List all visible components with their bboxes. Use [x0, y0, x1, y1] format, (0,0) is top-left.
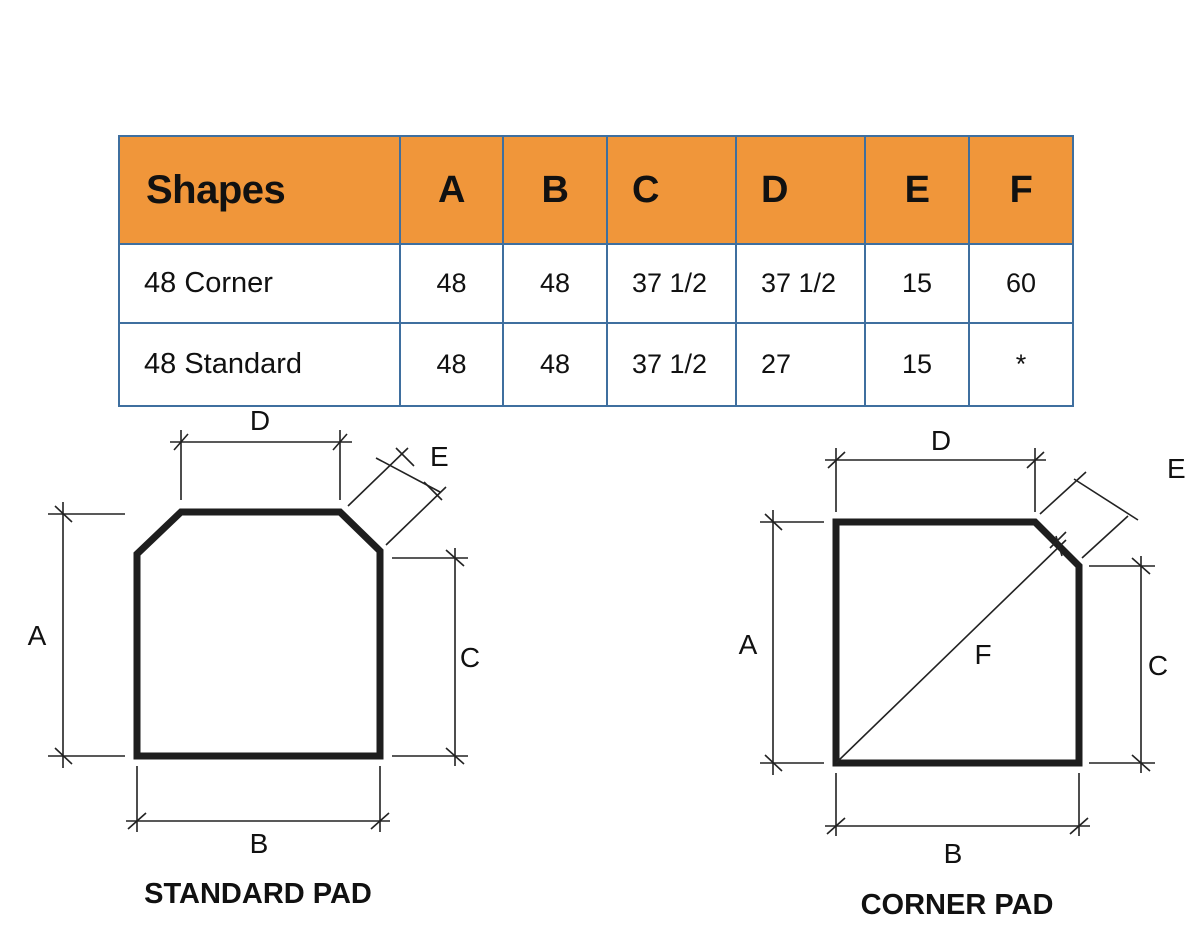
- standard-dimension-b: [126, 766, 390, 832]
- header-c: C: [606, 135, 737, 245]
- corner-dimension-a: [760, 510, 824, 775]
- corner-dimension-d: [825, 448, 1046, 512]
- corner-dimension-c: [1089, 556, 1155, 773]
- corner-label-d: D: [931, 425, 951, 456]
- table-row: 48 Standard 48 48 37 1/2 27 15 *: [118, 322, 1074, 407]
- corner-label-e: E: [1167, 453, 1186, 484]
- cell-a: 48: [399, 243, 504, 324]
- standard-label-b: B: [250, 828, 269, 859]
- corner-diagonal-f: [835, 539, 1067, 764]
- corner-pad-caption: CORNER PAD: [861, 889, 1054, 921]
- standard-label-c: C: [460, 642, 480, 673]
- cell-d: 37 1/2: [735, 243, 866, 324]
- header-a: A: [399, 135, 504, 245]
- standard-dimension-d: [170, 430, 352, 500]
- standard-pad-diagram: D E A C: [28, 405, 480, 910]
- cell-d: 27: [735, 322, 866, 407]
- header-d: D: [735, 135, 866, 245]
- standard-label-a: A: [28, 620, 47, 651]
- standard-pad-outline: [133, 508, 384, 760]
- cell-e: 15: [864, 322, 970, 407]
- standard-dimension-c: [392, 548, 468, 766]
- dimensions-table: Shapes A B C D E F 48 Corner 48 48 37 1/…: [118, 135, 1074, 407]
- cell-f: *: [968, 322, 1074, 407]
- cell-c: 37 1/2: [606, 243, 737, 324]
- standard-label-e: E: [430, 441, 449, 472]
- corner-dimension-b: [825, 773, 1090, 836]
- standard-pad-caption: STANDARD PAD: [144, 878, 372, 910]
- corner-dimension-e: [1039, 471, 1139, 559]
- cell-a: 48: [399, 322, 504, 407]
- corner-pad-diagram: F D E A: [739, 425, 1186, 921]
- cell-shape: 48 Standard: [118, 322, 401, 407]
- header-e: E: [864, 135, 970, 245]
- cell-f: 60: [968, 243, 1074, 324]
- corner-label-f: F: [974, 639, 991, 670]
- corner-label-b: B: [944, 838, 963, 869]
- corner-label-a: A: [739, 629, 758, 660]
- cell-b: 48: [502, 243, 608, 324]
- table-row: 48 Corner 48 48 37 1/2 37 1/2 15 60: [118, 243, 1074, 324]
- header-shapes: Shapes: [118, 135, 401, 245]
- cell-shape: 48 Corner: [118, 243, 401, 324]
- header-f: F: [968, 135, 1074, 245]
- cell-c: 37 1/2: [606, 322, 737, 407]
- corner-label-c: C: [1148, 650, 1168, 681]
- header-b: B: [502, 135, 608, 245]
- standard-label-d: D: [250, 405, 270, 436]
- standard-dimension-a: [48, 502, 125, 768]
- table-header-row: Shapes A B C D E F: [118, 135, 1074, 245]
- cell-e: 15: [864, 243, 970, 324]
- cell-b: 48: [502, 322, 608, 407]
- standard-dimension-e: [347, 447, 447, 546]
